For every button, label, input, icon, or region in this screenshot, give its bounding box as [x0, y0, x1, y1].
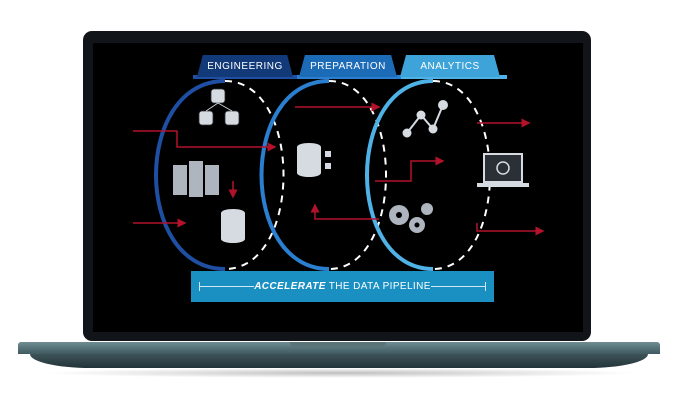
flow-arrow: [133, 130, 277, 152]
laptop-shadow: [40, 368, 640, 378]
stage-tab-analytics: ANALYTICS: [400, 55, 500, 77]
laptop-hinge-notch: [290, 342, 386, 347]
banner-rest: THE DATA PIPELINE: [328, 281, 431, 292]
stage-tab-engineering: ENGINEERING: [197, 55, 293, 77]
banner-rule-left: [199, 286, 254, 287]
gears-icon: [389, 203, 433, 233]
database-transform-icon: [297, 143, 331, 177]
database-icon: [221, 209, 245, 243]
engineering-ring: [154, 75, 307, 271]
node-network-icon: [402, 100, 448, 138]
laptop-dashboard-icon: [477, 153, 529, 187]
data-pipeline-diagram: [133, 75, 545, 271]
laptop-screen: ENGINEERING PREPARATION ANALYTICS ACCELE…: [93, 43, 583, 332]
stage-label: ANALYTICS: [420, 60, 480, 72]
banner-rule-right: [431, 286, 486, 287]
server-rack-icon: [173, 161, 219, 197]
preparation-ring: [259, 75, 405, 271]
stage-label: ENGINEERING: [207, 60, 283, 72]
database-cluster-icon: [198, 88, 240, 126]
stage-label: PREPARATION: [310, 60, 386, 72]
banner-tick-right: [485, 282, 486, 291]
banner-emphasis: ACCELERATE: [254, 281, 326, 292]
laptop-base-top: [18, 342, 660, 354]
flow-arrow: [476, 223, 545, 236]
flow-arrows: [133, 102, 545, 236]
flow-arrow: [310, 203, 379, 220]
laptop-base-bottom: [30, 354, 648, 368]
flow-arrow: [375, 156, 445, 182]
stage-tab-preparation: PREPARATION: [299, 55, 397, 77]
